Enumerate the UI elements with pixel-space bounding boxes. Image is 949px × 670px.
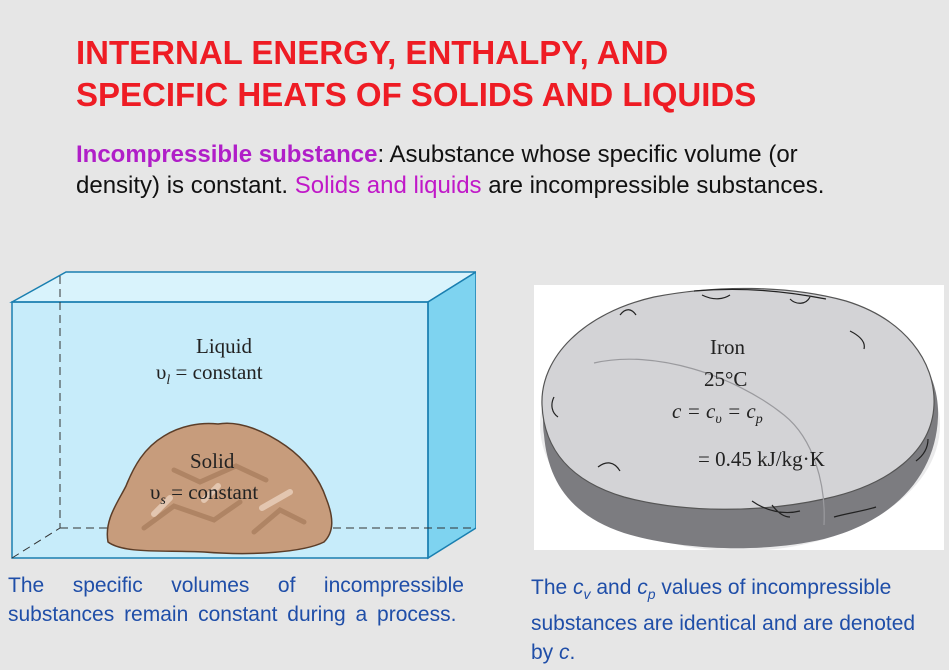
iron-illustration [540,287,940,551]
caption-c: c [559,641,570,665]
iron-edge-line [593,358,825,526]
solid-equation: υs = constant [150,480,258,509]
left-figure-caption: The specific volumes of incompressible s… [8,574,464,626]
iron-specific-heat-equation: c = cυ = cp [672,399,763,428]
solid-label: Solid [190,449,235,473]
rock-texture [141,463,307,535]
caption-and: and [590,576,638,599]
tank-illustration [9,270,479,560]
solid-subscript: s [160,493,166,509]
solid-volume-symbol: υ [150,480,161,504]
intro-term: Incompressible substance [76,141,378,168]
hidden-edge-diagonal [11,527,61,559]
tank-top-face [9,271,479,303]
solid-constant: = constant [171,480,259,504]
caption-cp: c [637,576,648,599]
title-line-1: INTERNAL ENERGY, ENTHALPY, AND [76,34,669,71]
tank-right-face [427,270,477,560]
iron-crack-top [693,288,827,300]
liquid-volume-symbol: υ [156,360,167,384]
caption-end: . [569,641,576,665]
caption-cp-sub: p [647,586,656,603]
iron-temperature-label: 25°C [704,367,748,391]
iron-specific-heat-value: = 0.45 kJ/kg·K [698,447,825,471]
intro-highlight: Solids and liquids [294,172,482,199]
iron-figure: Iron 25°C c = cυ = cp = 0.45 kJ/kg·K [534,285,944,551]
iron-surface-marks [551,294,929,518]
liquid-label: Liquid [196,334,252,358]
tank-front-edge [11,301,429,559]
intro-definition: : Asubstance whose specific volume (or d… [76,141,798,199]
rock-highlight [151,483,293,517]
page-title: INTERNAL ENERGY, ENTHALPY, AND SPECIFIC … [76,32,916,116]
liquid-equation: υl = constant [156,360,263,389]
liquid-subscript: l [166,373,171,389]
right-figure-caption: The cv and cp values of incompressible s… [531,573,931,667]
eq-sub-p: p [755,412,763,428]
intro-tail: are incompressible substances. [481,172,825,199]
caption-right-part2: values of incompressible substances are … [531,576,916,665]
liquid-constant: = constant [175,360,263,384]
eq-cp: = c [721,399,756,423]
iron-top-face [541,287,935,510]
iron-material-label: Iron [710,335,745,359]
eq-sub-v: υ [715,412,722,428]
eq-c-cv: c = c [672,399,716,423]
caption-cv: c [573,576,584,599]
caption-cv-sub: v [583,586,591,603]
intro-paragraph: Incompressible substance: Asubstance who… [76,139,876,201]
caption-right-part1: The [531,576,574,599]
title-line-2: SPECIFIC HEATS OF SOLIDS AND LIQUIDS [76,76,757,113]
tank-figure: Liquid υl = constant Solid υs = constant [4,270,479,570]
